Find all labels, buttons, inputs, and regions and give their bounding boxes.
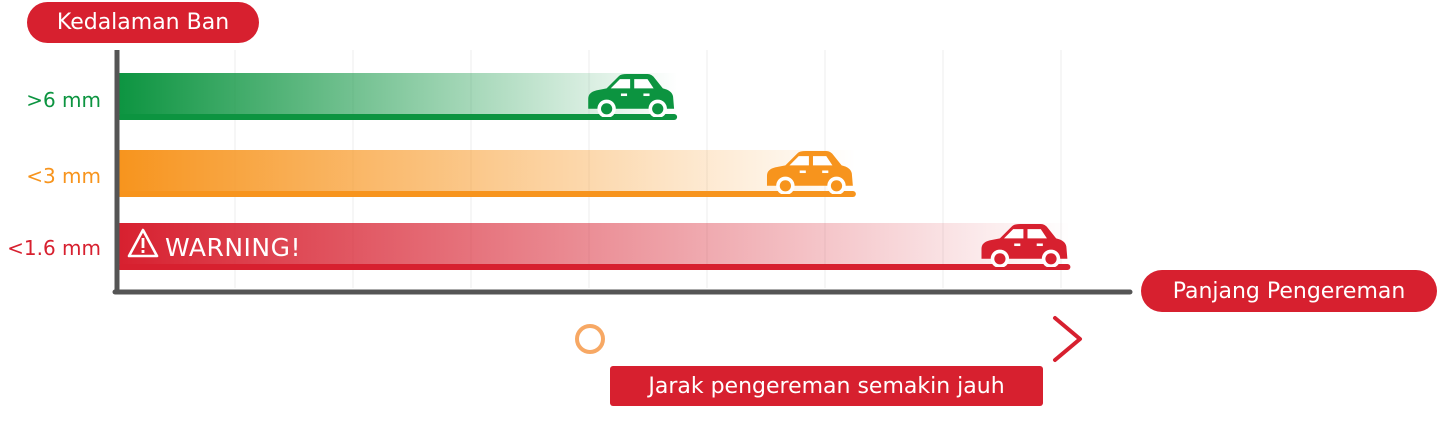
bar-fill-0 [117,73,678,114]
bar-2 [117,223,1071,270]
bar-fill-1 [117,150,856,191]
bar-baseline-0 [117,114,678,120]
warning-label: WARNING! [165,233,301,262]
category-label-0: >6 mm [26,88,101,112]
x-axis-title: Panjang Pengereman [1141,270,1437,312]
warning-triangle-icon [127,228,159,258]
arrow-caption: Jarak pengereman semakin jauh [610,366,1043,406]
category-label-1: <3 mm [26,164,101,188]
arrow-start-circle [575,324,605,354]
bar-0 [117,73,678,120]
arrow-head [1053,316,1082,362]
bar-fill-2 [117,223,1071,264]
category-label-2: <1.6 mm [7,236,101,260]
bar-1 [117,150,856,197]
bar-baseline-2 [117,264,1071,270]
bar-baseline-1 [117,191,856,197]
y-axis-title: Kedalaman Ban [27,2,259,43]
distance-arrow [575,316,1082,362]
